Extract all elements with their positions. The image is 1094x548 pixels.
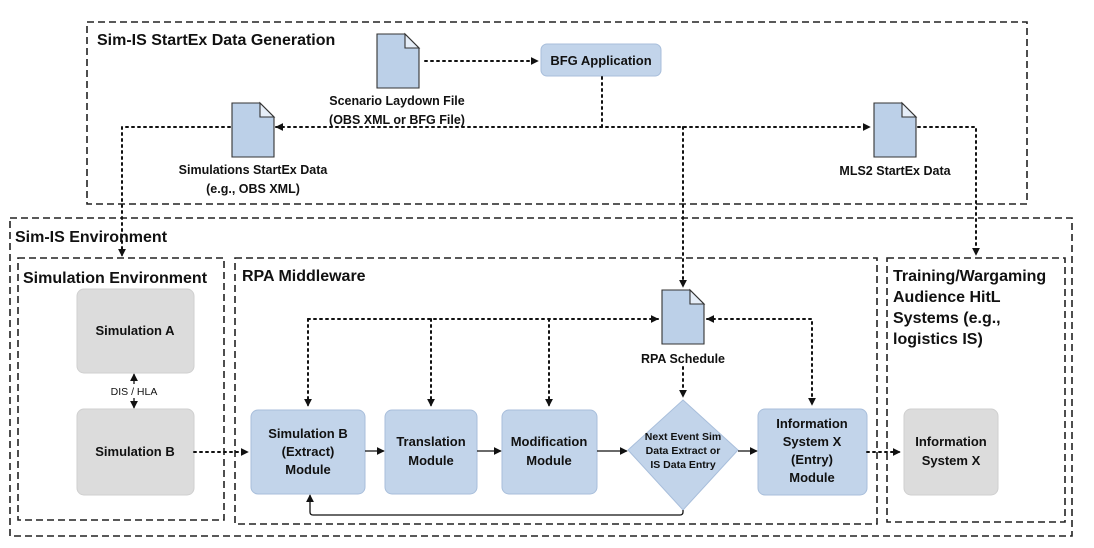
loop-back-arrow bbox=[306, 494, 684, 516]
rpa-schedule-label: RPA Schedule bbox=[641, 352, 725, 366]
environment-frame-title: Sim-IS Environment bbox=[15, 229, 168, 246]
sim-startex-to-simulation-env-arrow bbox=[118, 126, 231, 257]
bfg-application-node: BFG Application bbox=[540, 43, 662, 77]
decision-line: Next Event Sim bbox=[645, 431, 721, 443]
extract-module-line: (Extract) bbox=[282, 444, 335, 459]
sim-startex-label-line: (e.g., OBS XML) bbox=[206, 182, 300, 196]
extract-module-line: Simulation B bbox=[268, 426, 347, 441]
simulation-a-label: Simulation A bbox=[96, 323, 176, 338]
translation-module-node: Translation Module bbox=[384, 409, 478, 495]
dis-hla-label: DIS / HLA bbox=[111, 386, 158, 398]
schedule-to-entry-arrow bbox=[706, 315, 816, 406]
translation-module-line: Translation bbox=[396, 434, 465, 449]
translation-module-line: Module bbox=[408, 453, 454, 468]
generation-frame-title: Sim-IS StartEx Data Generation bbox=[97, 32, 335, 49]
decision-line: IS Data Entry bbox=[650, 459, 716, 471]
extract-module-line: Module bbox=[285, 462, 331, 477]
environment-frame bbox=[9, 217, 1073, 537]
simulation-environment-frame bbox=[17, 257, 225, 521]
decision-line: Data Extract or bbox=[646, 445, 721, 457]
modification-module-line: Modification bbox=[511, 434, 588, 449]
bfg-label: BFG Application bbox=[550, 53, 651, 68]
simulation-b-node: Simulation B bbox=[76, 408, 195, 496]
sim-startex-label-line: Simulations StartEx Data bbox=[179, 163, 329, 177]
training-title-line: Training/Wargaming bbox=[893, 268, 1046, 285]
simulation-b-label: Simulation B bbox=[95, 444, 174, 459]
training-systems-frame bbox=[886, 257, 1066, 523]
next-event-decision: Next Event Sim Data Extract or IS Data E… bbox=[627, 399, 739, 511]
simulation-a-node: Simulation A bbox=[76, 288, 195, 374]
simulation-environment-title: Simulation Environment bbox=[23, 270, 208, 287]
scenario-label-line: Scenario Laydown File bbox=[329, 94, 464, 108]
info-system-line: System X bbox=[922, 453, 981, 468]
modification-module-node: Modification Module bbox=[501, 409, 598, 495]
simulations-startex-data: Simulations StartEx Data (e.g., OBS XML) bbox=[179, 101, 329, 196]
mls2-startex-data: MLS2 StartEx Data bbox=[839, 101, 952, 178]
entry-module-node: Information System X (Entry) Module bbox=[757, 408, 868, 496]
info-system-line: Information bbox=[915, 434, 987, 449]
rpa-middleware-title: RPA Middleware bbox=[242, 268, 366, 285]
mls2-to-training-arrow bbox=[917, 126, 980, 256]
training-title-line: Audience HitL bbox=[893, 289, 1001, 306]
scenario-label-line: (OBS XML or BFG File) bbox=[329, 113, 465, 127]
entry-module-line: (Entry) bbox=[791, 452, 833, 467]
information-system-x-node: Information System X bbox=[903, 408, 999, 496]
training-title-line: logistics IS) bbox=[893, 331, 983, 348]
rpa-middleware-frame bbox=[234, 257, 878, 525]
scenario-laydown-file: Scenario Laydown File (OBS XML or BFG Fi… bbox=[329, 32, 465, 127]
training-title-line: Systems (e.g., bbox=[893, 310, 1001, 327]
extract-module-node: Simulation B (Extract) Module bbox=[250, 409, 366, 495]
rpa-schedule: RPA Schedule bbox=[641, 288, 725, 366]
modification-module-line: Module bbox=[526, 453, 572, 468]
entry-module-line: Information bbox=[776, 416, 848, 431]
entry-module-line: System X bbox=[783, 434, 842, 449]
entry-module-line: Module bbox=[789, 470, 835, 485]
training-systems-title: Training/Wargaming Audience HitL Systems… bbox=[893, 268, 1046, 348]
mls2-label: MLS2 StartEx Data bbox=[839, 164, 951, 178]
